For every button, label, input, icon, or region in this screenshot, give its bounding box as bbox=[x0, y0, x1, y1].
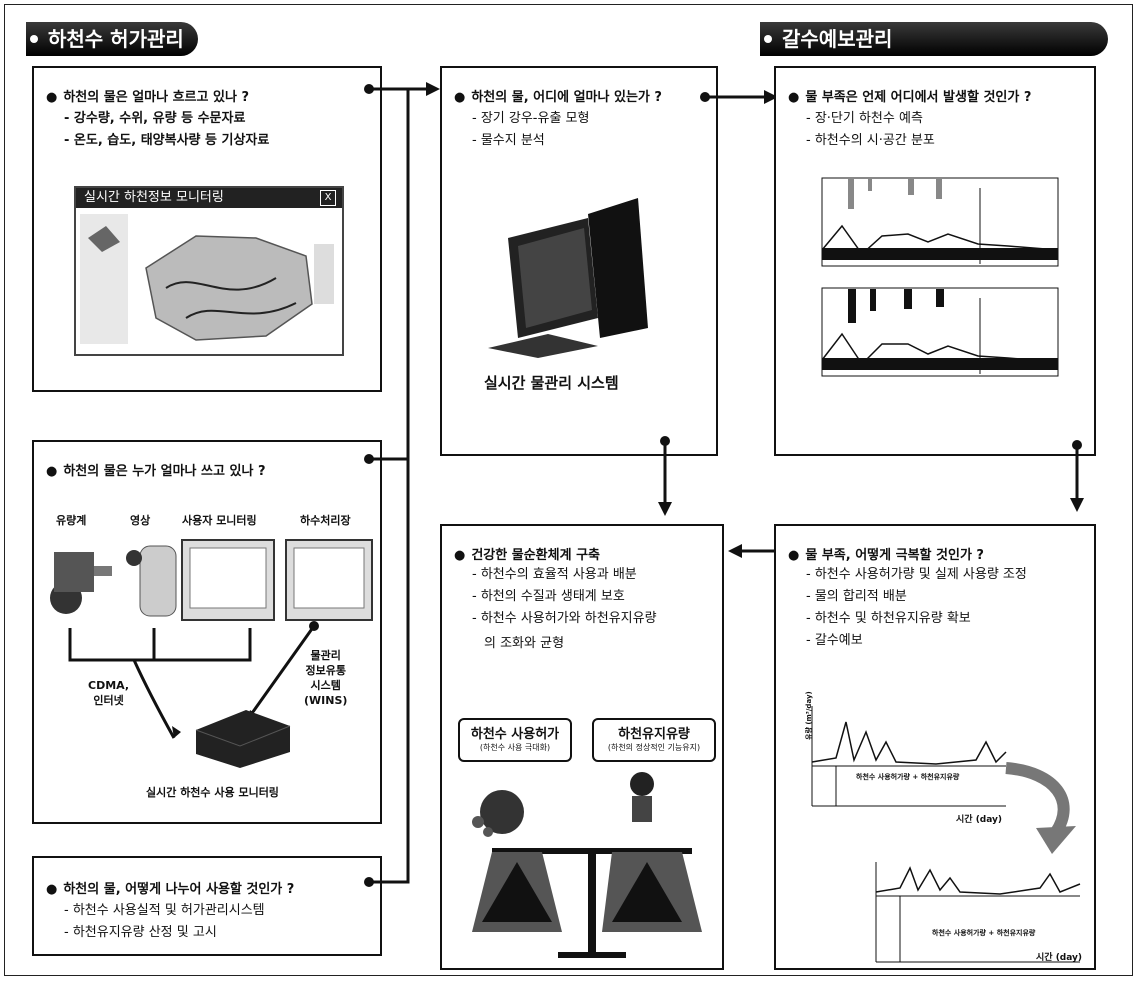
flowmeter-icon bbox=[50, 552, 112, 614]
close-icon: X bbox=[320, 190, 336, 206]
banner-dot bbox=[764, 35, 772, 43]
curved-arrow-icon bbox=[1005, 762, 1076, 854]
balance-scale-icon bbox=[472, 772, 702, 958]
connector-dot bbox=[1072, 440, 1082, 450]
wins-line: 시스템 bbox=[310, 679, 341, 692]
wins-label: 물관리 정보유통 시스템 (WINS) bbox=[304, 648, 347, 708]
bubble-maintenance-title: 하천유지유량 bbox=[618, 727, 690, 742]
box-river-usage: 하천의 물은 누가 얼마나 쓰고 있나 ? 유량계 영상 사용자 모니터링 하수… bbox=[32, 440, 382, 824]
box1-items: 강수량, 수위, 유량 등 수문자료 온도, 습도, 태양복사량 등 기상자료 bbox=[64, 108, 269, 152]
banner-permit-management: 하천수 허가관리 bbox=[26, 22, 198, 56]
monitoring-device-icon bbox=[195, 710, 291, 768]
wins-line: 물관리 bbox=[310, 649, 341, 662]
forecast-chart-top bbox=[821, 177, 1059, 267]
connector-dot bbox=[700, 92, 710, 102]
arrow-down-to-overcome bbox=[1070, 448, 1084, 512]
box4-caption: 실시간 물관리 시스템 bbox=[484, 374, 619, 392]
box5-item: 하천수의 시·공간 분포 bbox=[806, 130, 935, 152]
box6-items: 하천수의 효율적 사용과 배분 하천의 수질과 생태계 보호 하천수 사용허가와… bbox=[472, 564, 657, 630]
user-monitor-icon bbox=[181, 539, 275, 621]
cdma-text: CDMA, bbox=[88, 679, 130, 692]
box1-item: 강수량, 수위, 유량 등 수문자료 bbox=[64, 108, 269, 130]
box6-question: 건강한 물순환체계 구축 bbox=[454, 544, 600, 563]
diagram-frame bbox=[4, 4, 1133, 976]
trunk-connector bbox=[368, 82, 440, 884]
forecast-chart-bottom bbox=[821, 287, 1059, 377]
box4-item: 장기 강우-유출 모형 bbox=[472, 108, 590, 130]
box7-item: 물의 합리적 배분 bbox=[806, 586, 1027, 608]
sewage-plant-icon bbox=[285, 539, 373, 621]
chart-label-top: 하천수 사용허가량 + 하천유지유량 bbox=[856, 773, 960, 781]
box6-item-continued: 의 조화와 균형 bbox=[484, 636, 565, 651]
banner-dot bbox=[30, 35, 38, 43]
box7-items: 하천수 사용허가량 및 실제 사용량 조정 물의 합리적 배분 하천수 및 하천… bbox=[806, 564, 1027, 652]
wins-line: 정보유통 bbox=[305, 664, 346, 677]
box1-question: 하천의 물은 얼마나 흐르고 있나 ? bbox=[46, 86, 249, 105]
screen-titlebar: 실시간 하천정보 모니터링 X bbox=[76, 188, 342, 208]
box2-question: 하천의 물은 누가 얼마나 쓰고 있나 ? bbox=[46, 460, 265, 479]
flow-chart-after bbox=[875, 862, 1081, 963]
box7-item: 하천수 및 하천유지유량 확보 bbox=[806, 608, 1027, 630]
box1-item: 온도, 습도, 태양복사량 등 기상자료 bbox=[64, 130, 269, 152]
camera-icon bbox=[126, 545, 177, 617]
arrow-down-to-health bbox=[658, 444, 672, 516]
cdma-label: CDMA, 인터넷 bbox=[88, 678, 129, 708]
bubble-permit: 하천수 사용허가 (하천수 사용 극대화) bbox=[458, 718, 572, 762]
box5-items: 장·단기 하천수 예측 하천수의 시·공간 분포 bbox=[806, 108, 935, 152]
box4-item: 물수지 분석 bbox=[472, 130, 589, 152]
box5-item: 장·단기 하천수 예측 bbox=[806, 108, 935, 130]
box3-question: 하천의 물, 어떻게 나누어 사용할 것인가 ? bbox=[46, 878, 294, 897]
bubble-permit-sub: (하천수 사용 극대화) bbox=[479, 743, 551, 752]
bubble-maintenance-flow: 하천유지유량 (하천의 정상적인 기능유지) bbox=[592, 718, 716, 762]
x-axis-label-bottom: 시간 (day) bbox=[1036, 953, 1083, 963]
bubble-maintenance-sub: (하천의 정상적인 기능유지) bbox=[607, 743, 701, 752]
box3-item: 하천유지유량 산정 및 고시 bbox=[64, 922, 265, 944]
computer-icon bbox=[488, 198, 648, 358]
box-healthy-water-cycle: 건강한 물순환체계 구축 하천수의 효율적 사용과 배분 하천의 수질과 생태계… bbox=[440, 524, 724, 970]
map-icon bbox=[80, 214, 334, 344]
label-video: 영상 bbox=[130, 514, 151, 527]
box7-item: 하천수 사용허가량 및 실제 사용량 조정 bbox=[806, 564, 1027, 586]
box-water-allocation: 하천의 물, 어떻게 나누어 사용할 것인가 ? 하천수 사용실적 및 허가관리… bbox=[32, 856, 382, 956]
y-axis-label-top: 유량 (m³/day) bbox=[805, 691, 813, 740]
box5-question: 물 부족은 언제 어디에서 발생할 것인가 ? bbox=[788, 86, 1031, 105]
box3-item: 하천수 사용실적 및 허가관리시스템 bbox=[64, 900, 265, 922]
box7-item: 갈수예보 bbox=[806, 630, 1027, 652]
label-flowmeter: 유량계 bbox=[56, 514, 87, 527]
monitoring-screen: 실시간 하천정보 모니터링 X bbox=[74, 186, 344, 356]
label-sewage-plant: 하수처리장 bbox=[300, 514, 351, 527]
x-axis-label-top: 시간 (day) bbox=[956, 815, 1003, 825]
banner-left-title: 하천수 허가관리 bbox=[48, 27, 184, 51]
device-caption: 실시간 하천수 사용 모니터링 bbox=[146, 786, 279, 799]
box6-item: 하천수의 효율적 사용과 배분 bbox=[472, 564, 657, 586]
label-user-monitoring: 사용자 모니터링 bbox=[182, 514, 257, 527]
box-water-location: 하천의 물, 어디에 얼마나 있는가 ? 장기 강우-유출 모형 물수지 분석 … bbox=[440, 66, 718, 456]
flow-chart-before bbox=[811, 706, 1007, 807]
box6-item: 하천의 수질과 생태계 보호 bbox=[472, 586, 657, 608]
box-shortage-forecast: 물 부족은 언제 어디에서 발생할 것인가 ? 장·단기 하천수 예측 하천수의… bbox=[774, 66, 1096, 456]
chart-label-bottom: 하천수 사용허가량 + 하천유지유량 bbox=[932, 929, 1036, 937]
box4-items: 장기 강우-유출 모형 물수지 분석 bbox=[472, 108, 590, 152]
internet-text: 인터넷 bbox=[93, 694, 124, 707]
connector-dot bbox=[660, 436, 670, 446]
box-river-flow: 하천의 물은 얼마나 흐르고 있나 ? 강수량, 수위, 유량 등 수문자료 온… bbox=[32, 66, 382, 392]
bubble-permit-title: 하천수 사용허가 bbox=[470, 727, 560, 742]
wins-line: (WINS) bbox=[304, 694, 348, 707]
box3-items: 하천수 사용실적 및 허가관리시스템 하천유지유량 산정 및 고시 bbox=[64, 900, 265, 944]
box4-question: 하천의 물, 어디에 얼마나 있는가 ? bbox=[454, 86, 662, 105]
banner-drought-forecast: 갈수예보관리 bbox=[760, 22, 1108, 56]
arrow-to-forecast bbox=[708, 90, 778, 104]
box-overcome-shortage: 물 부족, 어떻게 극복할 것인가 ? 하천수 사용허가량 및 실제 사용량 조… bbox=[774, 524, 1096, 970]
box7-question: 물 부족, 어떻게 극복할 것인가 ? bbox=[788, 544, 984, 563]
screen-title: 실시간 하천정보 모니터링 bbox=[84, 190, 224, 205]
banner-right-title: 갈수예보관리 bbox=[782, 27, 893, 51]
connection-lines bbox=[68, 628, 252, 739]
box6-item: 하천수 사용허가와 하천유지유량 bbox=[472, 608, 657, 630]
